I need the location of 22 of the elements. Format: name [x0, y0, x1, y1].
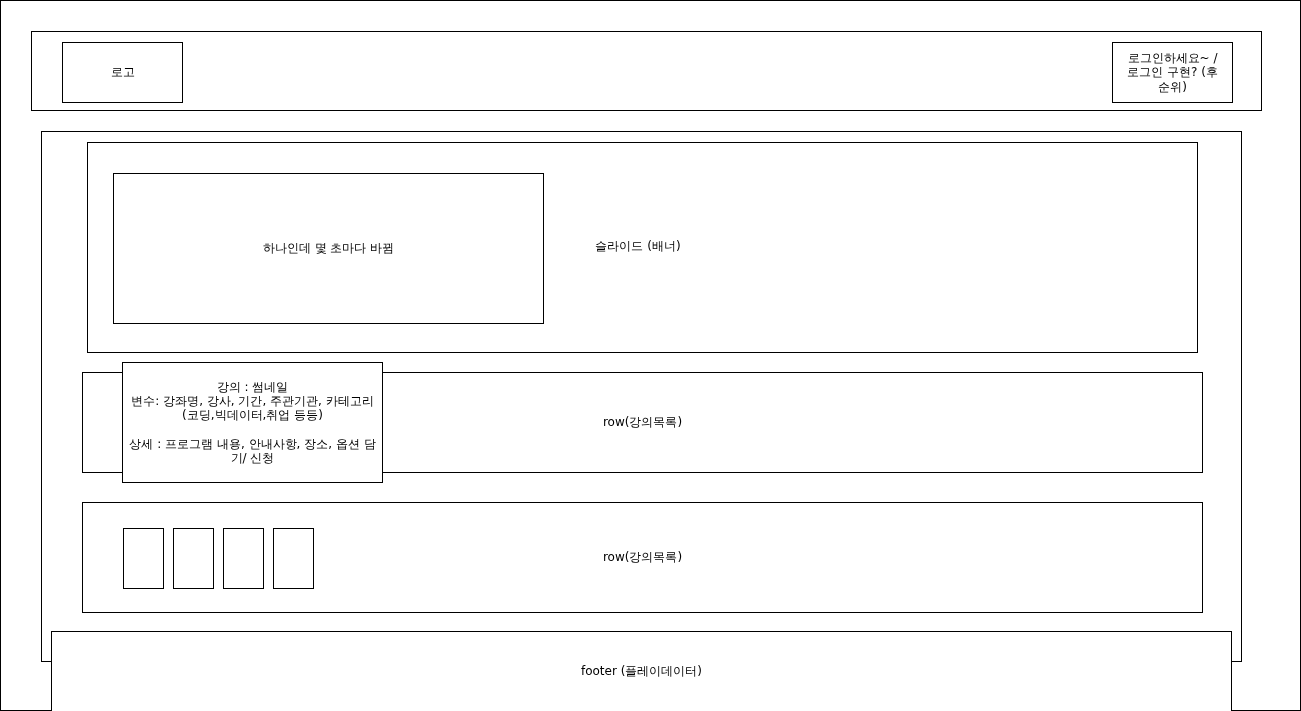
- card-description: 변수: 강좌명, 강사, 기간, 주관기관, 카테고리(코딩,빅데이터,취업 등등): [130, 393, 375, 423]
- login-box: [1112, 42, 1233, 103]
- box-label: row(강의목록): [602, 550, 683, 565]
- card-description: 상세 : 프로그램 내용, 안내사항, 장소, 옵션 담기/ 신청: [128, 436, 377, 466]
- course-row-panel: [82, 502, 1203, 613]
- course-card-popup: [122, 362, 383, 483]
- thumbnail-box: [273, 528, 314, 589]
- header-label-box: [62, 42, 183, 103]
- slide-banner-panel: [87, 142, 1198, 353]
- box-label: footer (플레이데이터): [580, 664, 703, 679]
- card-description: 강의 : 썸네일: [216, 379, 289, 394]
- box-label: 하나인데 몇 초마다 바뀜: [262, 241, 395, 256]
- header-bar: [31, 31, 1262, 111]
- box-label: row(강의목록): [602, 415, 683, 430]
- thumbnail-box: [173, 528, 214, 589]
- box-label: 로그인하세요~ /로그인 구현? (후순위): [1127, 50, 1218, 95]
- box-label: 로고: [110, 65, 135, 80]
- thumbnail-box: [223, 528, 264, 589]
- thumbnail-box: [123, 528, 164, 589]
- footer-panel: [51, 631, 1232, 711]
- slide-image-box: [113, 173, 544, 324]
- box-label: 슬라이드 (배너): [594, 239, 682, 254]
